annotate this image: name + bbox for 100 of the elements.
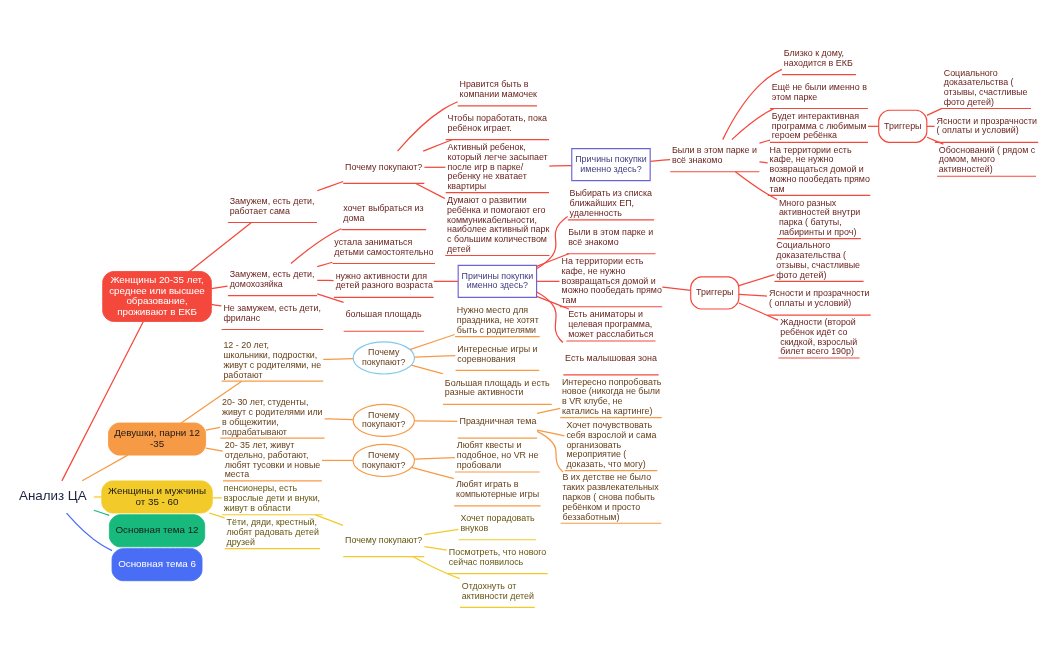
connector <box>926 136 945 145</box>
node-text: Почему покупают? <box>345 534 423 545</box>
node-text: Выбирать из списка ближайших ЕП, удаленность <box>569 188 653 218</box>
connector <box>208 512 226 519</box>
connector <box>93 509 110 516</box>
connector <box>758 161 769 164</box>
connector <box>413 457 456 460</box>
node-text: 20- 30 лет, студенты, живут с родителями или в общежитии, подрабатывают <box>222 397 323 437</box>
connector <box>536 407 561 415</box>
node-text: Хочет порадовать внуков <box>460 513 535 533</box>
node-text: Не замужем, есть дети, фриланс <box>223 302 321 323</box>
connector <box>396 101 459 152</box>
node-text: Любят играть в компьютерные игры <box>455 479 540 499</box>
node-text: Посмотреть, что нового сейчас появилось <box>448 546 547 567</box>
node-text: В их детстве не было таких развлекательных парков ( снова побыть ребёнком и просто беззаботным) <box>562 472 659 522</box>
node-ellipse: Почему покупают? <box>352 403 416 437</box>
node-box: Триггеры <box>690 276 740 310</box>
node-text: Есть аниматоры и целевая программа, может расслабиться <box>568 309 654 340</box>
node-text: Любят квесты и подобное, но VR не пробовали <box>456 440 539 470</box>
node-text: большая площадь <box>345 309 422 320</box>
node-text: Нужно место для праздника, не хотят быть с родителями <box>456 304 539 335</box>
node-text: Хочет почувствовать себя взрослой и сама организовать мероприятие ( доказать, что могу) <box>566 419 657 470</box>
connector <box>65 512 113 552</box>
connector <box>423 528 459 536</box>
connector <box>722 68 783 141</box>
connector <box>926 107 943 117</box>
connector <box>661 286 692 291</box>
node-box: Причины покупки именно здесь? <box>571 148 651 182</box>
node-text: устала заниматься детьми самостоятельно <box>334 236 434 257</box>
node-text: 12 - 20 лет, школьники, подростки, живут с родителями, не работают <box>223 340 322 380</box>
connector <box>316 180 344 192</box>
connector <box>180 380 243 424</box>
node-box: Девушки, парни 12 -35 <box>108 422 207 456</box>
connector <box>322 358 354 361</box>
connector <box>81 454 129 482</box>
node-text: Жадности (второй ребёнок идёт со скидкой, взрослый билет всего 190р) <box>780 317 858 357</box>
connector <box>758 139 771 144</box>
node-text: хочет выбраться из дома <box>343 202 424 223</box>
node-text: Социального доказательства ( отзывы, счастливые фото детей) <box>943 67 1028 107</box>
node-text: Замужем, есть дети, работает сама <box>229 195 315 216</box>
connector <box>323 418 354 421</box>
node-text: Чтобы поработать, пока ребёнок играет. <box>447 112 547 133</box>
connector <box>734 171 778 201</box>
node-text: Ясности и прозрачности ( оплаты и условий) <box>936 115 1038 136</box>
node-ellipse: Почему покупают? <box>352 341 416 375</box>
connector <box>61 320 144 482</box>
connector <box>210 285 229 290</box>
connector <box>738 273 776 287</box>
node-box: Основная тема 12 <box>108 514 206 548</box>
connector <box>731 107 775 141</box>
node-text: Интересные игры и соревнования <box>457 343 538 364</box>
node-box: Причины покупки именно здесь? <box>457 264 538 298</box>
connector <box>316 293 345 304</box>
node-box: Основная тема 6 <box>111 548 203 582</box>
node-text: Большая площадь и есть разные активности <box>444 377 550 398</box>
connector <box>536 291 564 344</box>
node-box: Женщины 20-35 лет, среднее или высшее образование, проживают в ЕКБ <box>102 271 212 322</box>
node-text: Будет интерактивная программа с любимым героем ребёнка <box>771 110 867 141</box>
node-text: Отдохнуть от активности детей <box>461 580 534 601</box>
connector <box>413 355 456 358</box>
connector <box>536 430 564 473</box>
node-text: Есть малышовая зона <box>565 353 657 364</box>
node-text: Анализ ЦА <box>18 488 87 504</box>
connector <box>205 426 221 431</box>
connector <box>205 447 224 452</box>
connector <box>188 222 252 273</box>
connector <box>409 333 456 351</box>
node-text: Были в этом парке и всё знакомо <box>672 145 757 165</box>
node-text: пенсионеры, есть взрослые дети и внуки, живут в области <box>223 483 321 513</box>
node-text: Ещё не были именно в этом парке <box>771 81 867 102</box>
node-text: Тёти, дяди, крестный, любят радовать детей друзей <box>226 517 319 547</box>
connector <box>314 514 344 526</box>
connector <box>415 182 446 200</box>
node-text: Активный ребенок, который легче засыпает после игр в парке/ ребенку не хватает квартиры <box>447 141 548 192</box>
node-text: Были в этом парке и всё знакомо <box>568 227 654 247</box>
connector <box>410 466 455 480</box>
connector <box>536 215 569 270</box>
node-box: Женщины и мужчины от 35 - 60 <box>101 480 213 514</box>
node-text: 20- 35 лет, живут отдельно, работают, любят тусовки и новые места <box>224 439 321 480</box>
connector <box>738 302 779 321</box>
node-text: Нравится быть в компании мамочек <box>459 79 538 99</box>
node-text: Праздничная тема <box>459 416 537 427</box>
connector <box>649 158 671 162</box>
connector <box>413 420 459 423</box>
node-text: Обоснований ( рядом с домом, много активностей) <box>938 144 1036 175</box>
connector <box>412 556 461 580</box>
node-text: На территории есть кафе, не нужно возвращаться домой и можно пообедать прямо там <box>561 255 662 306</box>
connector <box>316 261 334 268</box>
connector <box>548 164 573 167</box>
connector <box>321 459 354 462</box>
node-ellipse: Почему покупают? <box>352 443 416 478</box>
node-box: Триггеры <box>878 109 928 143</box>
connector <box>290 228 342 265</box>
connector <box>422 139 453 152</box>
connector <box>423 546 448 551</box>
connector <box>410 364 444 375</box>
connector <box>536 295 570 310</box>
node-text: Почему покупают? <box>345 161 423 172</box>
connector <box>536 429 566 437</box>
node-text: Ясности и прозрачности ( оплаты и условий) <box>769 288 870 309</box>
